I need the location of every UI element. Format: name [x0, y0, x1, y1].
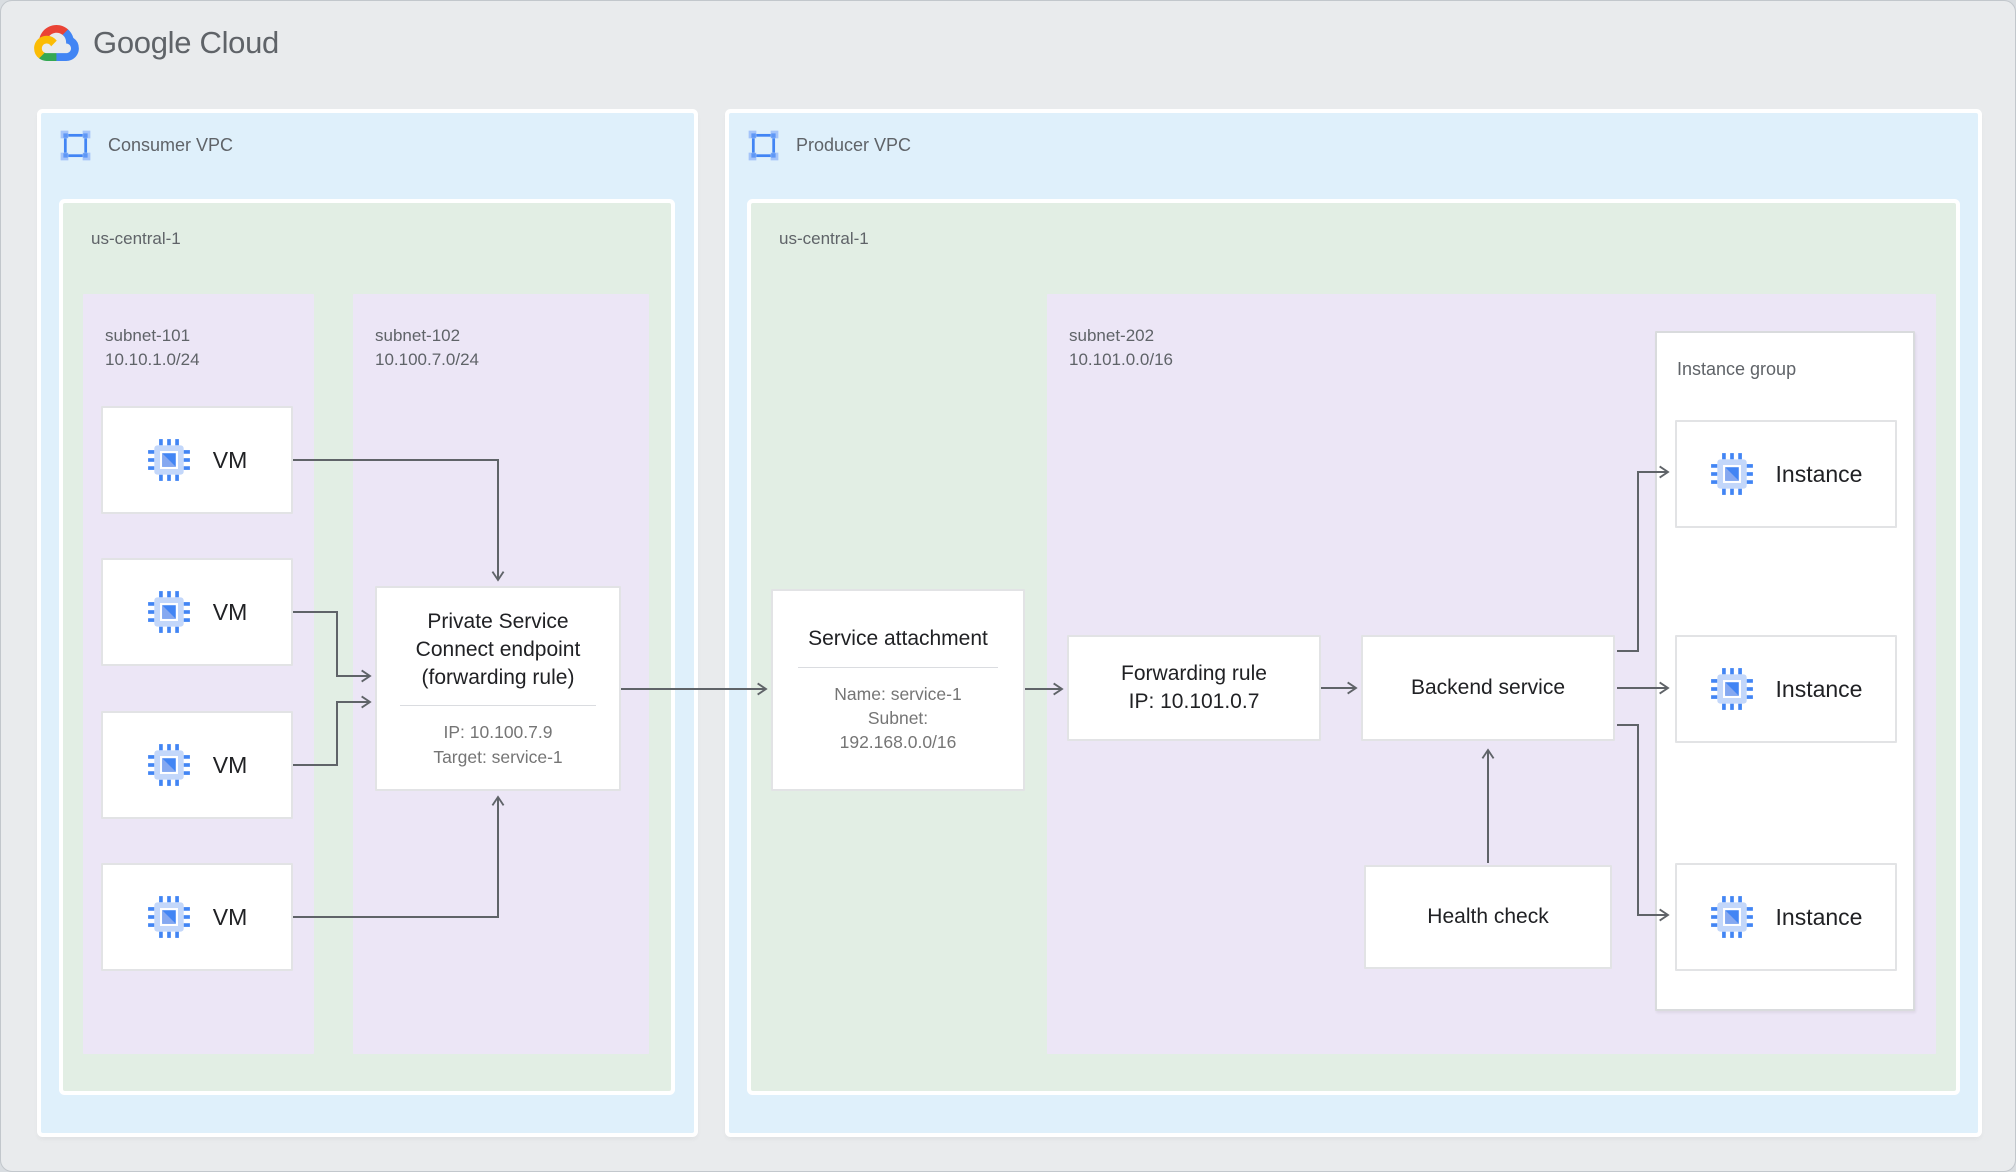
producer-region-label: us-central-1: [779, 229, 869, 248]
divider: [400, 705, 596, 707]
vm-label: VM: [212, 598, 248, 625]
subnet-101: subnet-101 10.10.1.0/24: [83, 294, 314, 1054]
divider: [798, 667, 998, 669]
vm-label: VM: [212, 446, 248, 473]
health-check-title: Health check: [1427, 905, 1549, 929]
service-attachment-name: Name: service-1: [834, 684, 962, 705]
service-attachment-title: Service attachment: [808, 627, 988, 651]
vm-box-1: VM: [101, 406, 293, 514]
compute-engine-icon: [147, 744, 190, 786]
compute-engine-icon: [147, 896, 190, 938]
psc-endpoint-target: Target: service-1: [433, 746, 563, 767]
vm-box-2: VM: [101, 558, 293, 666]
backend-service-title: Backend service: [1410, 676, 1566, 700]
subnet-101-label: subnet-101 10.10.1.0/24: [105, 324, 200, 372]
subnet-102-name: subnet-102: [375, 326, 461, 345]
instance-box-3: Instance: [1675, 863, 1897, 971]
instance-box-2: Instance: [1675, 635, 1897, 743]
forwarding-rule-title: Forwarding rule: [1121, 662, 1267, 686]
google-cloud-logo: Google Cloud: [34, 25, 279, 61]
compute-engine-icon: [1710, 896, 1753, 938]
subnet-101-name: subnet-101: [105, 326, 191, 345]
instance-box-1: Instance: [1675, 420, 1897, 528]
instance-label: Instance: [1775, 903, 1863, 930]
instance-label: Instance: [1775, 675, 1863, 702]
consumer-vpc-header: Consumer VPC: [59, 129, 233, 162]
vpc-network-icon: [748, 130, 779, 161]
psc-endpoint-ip: IP: 10.100.7.9: [443, 722, 553, 743]
subnet-202: subnet-202 10.101.0.0/16 Forwarding rule…: [1047, 294, 1936, 1054]
service-attachment-box: Service attachment Name: service-1 Subne…: [771, 589, 1025, 791]
service-attachment-subnet-label: Subnet:: [867, 708, 929, 729]
compute-engine-icon: [147, 439, 190, 481]
consumer-region-label: us-central-1: [91, 229, 181, 248]
consumer-region: us-central-1 subnet-101 10.10.1.0/24: [63, 203, 671, 1091]
forwarding-rule-box: Forwarding rule IP: 10.101.0.7: [1067, 635, 1321, 741]
google-cloud-wordmark: Google Cloud: [93, 25, 279, 60]
health-check-box: Health check: [1364, 865, 1612, 969]
instance-label: Instance: [1775, 460, 1863, 487]
compute-engine-icon: [147, 591, 190, 633]
subnet-101-cidr: 10.10.1.0/24: [105, 349, 200, 369]
instance-group-box: Instance group: [1655, 331, 1915, 1011]
instance-group-label: Instance group: [1677, 359, 1797, 379]
producer-vpc-header: Producer VPC: [747, 129, 911, 162]
compute-engine-icon: [1710, 453, 1753, 495]
consumer-vpc-container: Consumer VPC us-central-1 subnet-101 10.…: [41, 113, 694, 1133]
producer-vpc-label: Producer VPC: [796, 135, 912, 155]
subnet-202-cidr: 10.101.0.0/16: [1069, 349, 1173, 369]
forwarding-rule-ip: IP: 10.101.0.7: [1128, 690, 1260, 713]
subnet-102-cidr: 10.100.7.0/24: [375, 349, 479, 369]
consumer-vpc-label: Consumer VPC: [108, 135, 234, 155]
vm-box-4: VM: [101, 863, 293, 971]
service-attachment-subnet-cidr: 192.168.0.0/16: [839, 732, 957, 753]
subnet-202-name: subnet-202: [1069, 326, 1155, 345]
producer-vpc-container: Producer VPC us-central-1 Service attach…: [729, 113, 1978, 1133]
psc-endpoint-box: Private Service Connect endpoint (forwar…: [375, 586, 621, 791]
vpc-network-icon: [60, 130, 91, 161]
google-cloud-icon: [34, 25, 79, 61]
psc-endpoint-title: Private Service Connect endpoint (forwar…: [415, 610, 581, 689]
vm-label: VM: [212, 903, 248, 930]
vm-label: VM: [212, 751, 248, 778]
producer-region: us-central-1 Service attachment Name: se…: [751, 203, 1956, 1091]
vm-box-3: VM: [101, 711, 293, 819]
subnet-102-label: subnet-102 10.100.7.0/24: [375, 324, 479, 372]
compute-engine-icon: [1710, 668, 1753, 710]
backend-service-box: Backend service: [1361, 635, 1615, 741]
subnet-102: subnet-102 10.100.7.0/24 Private Service…: [353, 294, 649, 1054]
subnet-202-label: subnet-202 10.101.0.0/16: [1069, 324, 1173, 372]
